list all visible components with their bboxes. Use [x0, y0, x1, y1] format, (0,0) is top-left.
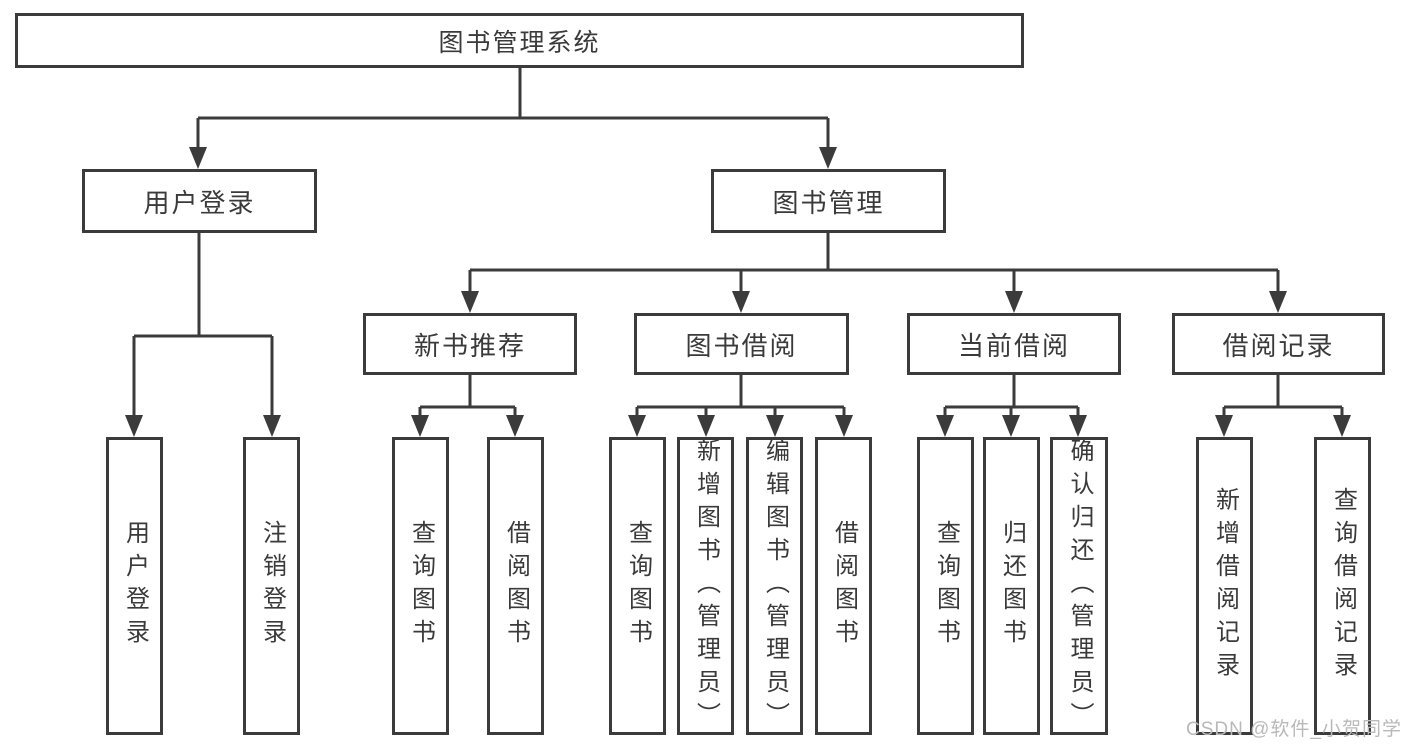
node-book-management-label: 图书管理: [772, 187, 885, 218]
node-new-book-recommend-label: 新书推荐: [413, 330, 526, 361]
leaf-newbook-query-books-label: 查询图书: [407, 520, 435, 652]
node-root: 图书管理系统: [15, 13, 1024, 68]
leaf-logout-label: 注销登录: [258, 520, 286, 652]
leaf-add-borrow-record-label: 新增借阅记录: [1211, 487, 1239, 685]
leaf-confirm-return-admin: 确认归还（管理员）: [1050, 437, 1108, 735]
leaf-return-books-label: 归还图书: [998, 520, 1026, 652]
leaf-borrow-query-books: 查询图书: [609, 437, 666, 735]
leaf-borrow-query-books-label: 查询图书: [624, 520, 652, 652]
leaf-edit-book-admin: 编辑图书（管理员）: [746, 437, 803, 735]
leaf-current-query-books-label: 查询图书: [932, 520, 960, 652]
node-root-label: 图书管理系统: [438, 28, 601, 57]
leaf-newbook-borrow-books-label: 借阅图书: [502, 520, 530, 652]
node-book-borrow-label: 图书借阅: [685, 330, 798, 361]
node-current-borrow: 当前借阅: [907, 313, 1121, 375]
leaf-add-book-admin: 新增图书（管理员）: [677, 437, 734, 735]
node-user-login-label: 用户登录: [143, 187, 256, 218]
leaf-borrow-borrow-books: 借阅图书: [815, 437, 872, 735]
node-book-borrow: 图书借阅: [634, 313, 849, 375]
node-book-management: 图书管理: [711, 169, 946, 233]
watermark: CSDN @软件_小贺同学: [1186, 719, 1402, 740]
leaf-newbook-query-books: 查询图书: [392, 437, 449, 735]
leaf-user-login: 用户登录: [106, 437, 163, 735]
node-borrow-records: 借阅记录: [1172, 313, 1385, 375]
node-user-login: 用户登录: [82, 169, 317, 233]
leaf-borrow-borrow-books-label: 借阅图书: [830, 520, 858, 652]
node-current-borrow-label: 当前借阅: [957, 330, 1070, 361]
node-new-book-recommend: 新书推荐: [363, 313, 577, 375]
leaf-return-books: 归还图书: [983, 437, 1040, 735]
leaf-current-query-books: 查询图书: [917, 437, 974, 735]
node-borrow-records-label: 借阅记录: [1222, 330, 1335, 361]
leaf-confirm-return-admin-label: 确认归还（管理员）: [1066, 437, 1093, 735]
leaf-query-borrow-record-label: 查询借阅记录: [1329, 487, 1357, 685]
leaf-add-borrow-record: 新增借阅记录: [1196, 437, 1253, 735]
leaf-add-book-admin-label: 新增图书（管理员）: [692, 437, 720, 735]
leaf-newbook-borrow-books: 借阅图书: [487, 437, 544, 735]
leaf-user-login-label: 用户登录: [121, 520, 149, 652]
leaf-logout: 注销登录: [243, 437, 300, 735]
leaf-query-borrow-record: 查询借阅记录: [1314, 437, 1371, 735]
leaf-edit-book-admin-label: 编辑图书（管理员）: [761, 437, 789, 735]
